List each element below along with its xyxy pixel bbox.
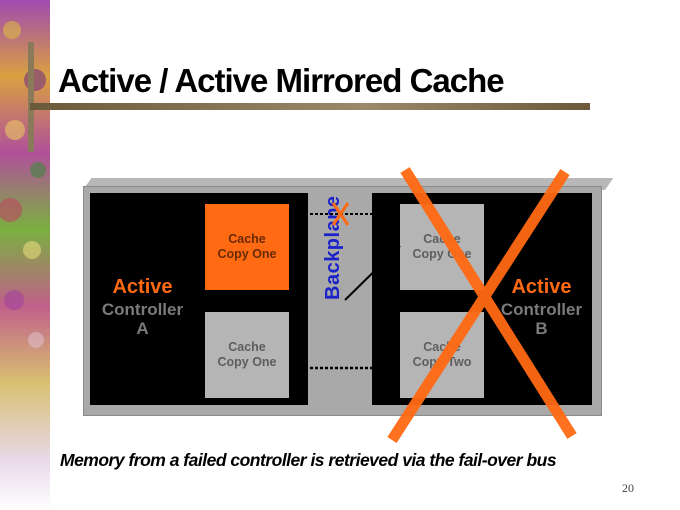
cache-label-line1: Cache	[228, 232, 266, 246]
cache-label-line1: Cache	[228, 340, 266, 354]
large-failure-x	[387, 167, 577, 443]
cache-label-line2: Copy One	[217, 247, 277, 261]
backplane-panel	[310, 193, 370, 405]
controller-b-name-line2: B	[535, 319, 548, 338]
controller-b-name-line1: Controller	[500, 300, 583, 319]
controller-a-status: Active	[112, 276, 173, 298]
slide-title: Active / Active Mirrored Cache	[58, 62, 505, 99]
title-underline	[30, 103, 590, 110]
controller-a-name-line1: Controller	[101, 300, 184, 319]
cache-label-line2: Copy One	[217, 355, 277, 369]
title-accent-bar	[28, 42, 34, 152]
controller-a-name-line2: A	[136, 319, 149, 338]
page-number: 20	[622, 481, 634, 495]
fail-over-bus	[344, 245, 401, 301]
caption: Memory from a failed controller is retri…	[60, 450, 557, 470]
small-failure-x	[331, 202, 350, 226]
controller-b-status: Active	[511, 276, 572, 298]
